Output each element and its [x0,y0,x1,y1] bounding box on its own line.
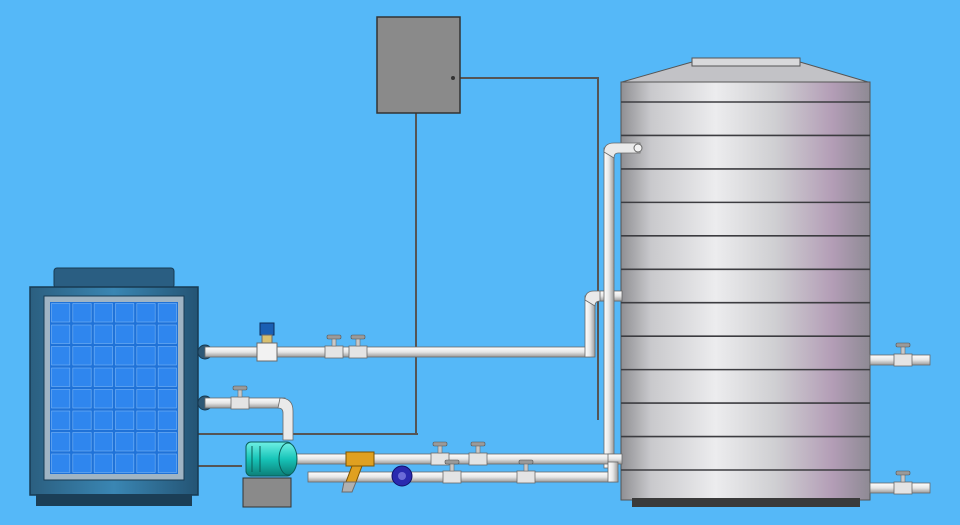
heat-pump-coil-cell [51,453,71,473]
tank-drain-valve[interactable] [893,470,913,495]
heat-pump-coil-cell [115,324,135,344]
heat-pump-coil-cell [136,303,156,323]
y-strainer[interactable] [345,451,375,483]
return-top-elbow [603,142,641,159]
heat-pump-coil-cell [93,410,113,430]
tank-base [632,498,860,507]
storage-tank[interactable] [620,57,871,507]
heat-pump-coil-cell [136,367,156,387]
heat-pump-coil-cell [157,389,177,409]
pump-base [242,477,292,508]
heat-pump-coil-cell [51,389,71,409]
heat-pump-coil-cell [93,453,113,473]
heat-pump-fan-cover [53,267,175,289]
heat-pump-coil-cell [157,346,177,366]
heat-pump-coil-cell [93,432,113,452]
heat-pump-coil-cell [136,432,156,452]
heat-pump-coil-cell [157,453,177,473]
heat-pump-coil-cell [115,346,135,366]
makeup-valve-2[interactable] [516,459,536,484]
control-box[interactable] [376,16,461,114]
heat-pump-coil-cell [115,453,135,473]
makeup-y-strainer[interactable] [341,481,357,493]
tank-bands [621,101,870,471]
heat-pump-coil-cell [115,303,135,323]
tank-body [620,81,871,501]
makeup-water-riser [607,461,619,483]
supply-valve-2[interactable] [348,334,368,359]
signal-wires [198,77,599,467]
heat-pump-coil-cell [72,389,92,409]
pump-volute [278,442,298,476]
heat-pump-coil-cell [157,324,177,344]
heat-pump-coil-cell [72,303,92,323]
heat-pump-coil-cell [136,346,156,366]
tank-lid [691,57,801,67]
return-valve-1[interactable] [430,441,450,466]
heat-pump-coil-cell [157,367,177,387]
heat-pump-coil-cell [72,324,92,344]
return-riser-pipe [603,147,615,469]
heat-pump-coil-cell [115,389,135,409]
heat-pump-coil-cell [72,346,92,366]
supply-valve-1[interactable] [324,334,344,359]
makeup-flow-meter[interactable] [391,465,413,487]
return-valve-2[interactable] [468,441,488,466]
heat-pump-coil-cell [115,432,135,452]
heat-pump-coil-cell [72,432,92,452]
heat-pump-coil-cell [72,410,92,430]
inlet-valve[interactable] [230,385,250,410]
heat-pump-coil-cell [51,324,71,344]
heat-pump-coil-cell [51,303,71,323]
heat-pump-coil-cell [51,346,71,366]
heat-pump-coil-cell [157,303,177,323]
heat-pump-coil-cell [93,324,113,344]
heat-pump-coil [50,302,178,474]
heat-pump-coil-cell [93,389,113,409]
heat-pump-coil-cell [93,346,113,366]
heat-pump-coil-cell [93,367,113,387]
control-box-terminal [451,76,455,80]
heat-pump-coil-cell [115,367,135,387]
return-top-cap [633,143,643,153]
heat-pump-coil-cell [136,410,156,430]
tank-hot-outlet-valve[interactable] [893,342,913,367]
circulation-pump[interactable] [242,441,298,508]
heat-pump-coil-cell [157,410,177,430]
heat-pump-coil-cell [51,410,71,430]
gate-valves [230,334,913,495]
heat-pump-base [36,494,192,506]
flow-switch[interactable] [256,322,278,362]
heat-pump-coil-cell [115,410,135,430]
heat-pump-coil-cell [72,453,92,473]
heat-pump-coil-cell [93,303,113,323]
heat-pump-coil-cell [51,432,71,452]
heat-pump-coil-cell [136,389,156,409]
heat-pump-coil-cell [51,367,71,387]
makeup-valve-1[interactable] [442,459,462,484]
heat-pump-coil-grid [51,303,177,473]
heat-pump-unit[interactable] [29,267,213,506]
tank-sensor-wire [453,77,599,420]
heat-pump-inlet-elbow [277,397,294,441]
heat-pump-coil-cell [72,367,92,387]
heat-pump-coil-cell [136,324,156,344]
heat-pump-coil-cell [157,432,177,452]
heat-pump-coil-cell [136,453,156,473]
